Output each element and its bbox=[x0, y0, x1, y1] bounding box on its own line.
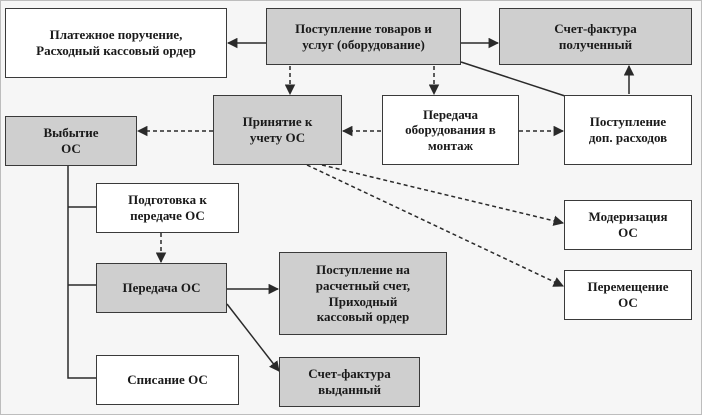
goods-receipt-label: Поступление товаров и услуг (оборудовани… bbox=[295, 20, 432, 52]
invoice-received-label: Счет-фактура полученный bbox=[554, 20, 637, 52]
disposal-os-box: Выбытие ОС bbox=[5, 116, 137, 166]
invoice-issued-label: Счет-фактура выданный bbox=[308, 366, 391, 397]
acceptance-os-label: Принятие к учету ОС bbox=[242, 114, 313, 145]
arrow-acceptance-to-modernization bbox=[321, 164, 565, 226]
equipment-transfer-box: Передача оборудования в монтаж bbox=[382, 95, 519, 165]
movement-os-label: Перемещение ОС bbox=[587, 279, 669, 310]
movement-os-box: Перемещение ОС bbox=[564, 270, 692, 320]
line-goods-to-additional bbox=[460, 61, 566, 97]
invoice-issued-box: Счет-фактура выданный bbox=[279, 357, 420, 407]
goods-receipt-box: Поступление товаров и услуг (оборудовани… bbox=[266, 8, 461, 65]
payment-order-box: Платежное поручение, Расходный кассовый … bbox=[5, 8, 227, 78]
bank-receipt-box: Поступление на расчетный счет, Приходный… bbox=[279, 252, 447, 335]
disposal-os-label: Выбытие ОС bbox=[43, 125, 99, 156]
modernization-os-label: Модеризация ОС bbox=[588, 209, 668, 240]
writeoff-os-label: Списание ОС bbox=[127, 372, 208, 388]
transfer-os-box: Передача ОС bbox=[96, 263, 227, 313]
additional-expenses-box: Поступление доп. расходов bbox=[564, 95, 692, 165]
arrow-transfer-to-invoice-issued bbox=[226, 303, 280, 372]
arrow-acceptance-to-movement bbox=[306, 164, 564, 287]
bank-receipt-label: Поступление на расчетный счет, Приходный… bbox=[315, 262, 411, 325]
equipment-transfer-label: Передача оборудования в монтаж bbox=[405, 106, 496, 153]
tree-disposal-trunk bbox=[67, 166, 96, 379]
additional-expenses-label: Поступление доп. расходов bbox=[588, 114, 668, 145]
invoice-received-box: Счет-фактура полученный bbox=[499, 8, 692, 65]
writeoff-os-box: Списание ОС bbox=[96, 355, 239, 405]
transfer-os-label: Передача ОС bbox=[122, 280, 201, 296]
prep-transfer-os-box: Подготовка к передаче ОС bbox=[96, 183, 239, 233]
acceptance-os-box: Принятие к учету ОС bbox=[213, 95, 342, 165]
payment-order-label: Платежное поручение, Расходный кассовый … bbox=[36, 27, 196, 58]
prep-transfer-os-label: Подготовка к передаче ОС bbox=[128, 192, 207, 223]
modernization-os-box: Модеризация ОС bbox=[564, 200, 692, 250]
